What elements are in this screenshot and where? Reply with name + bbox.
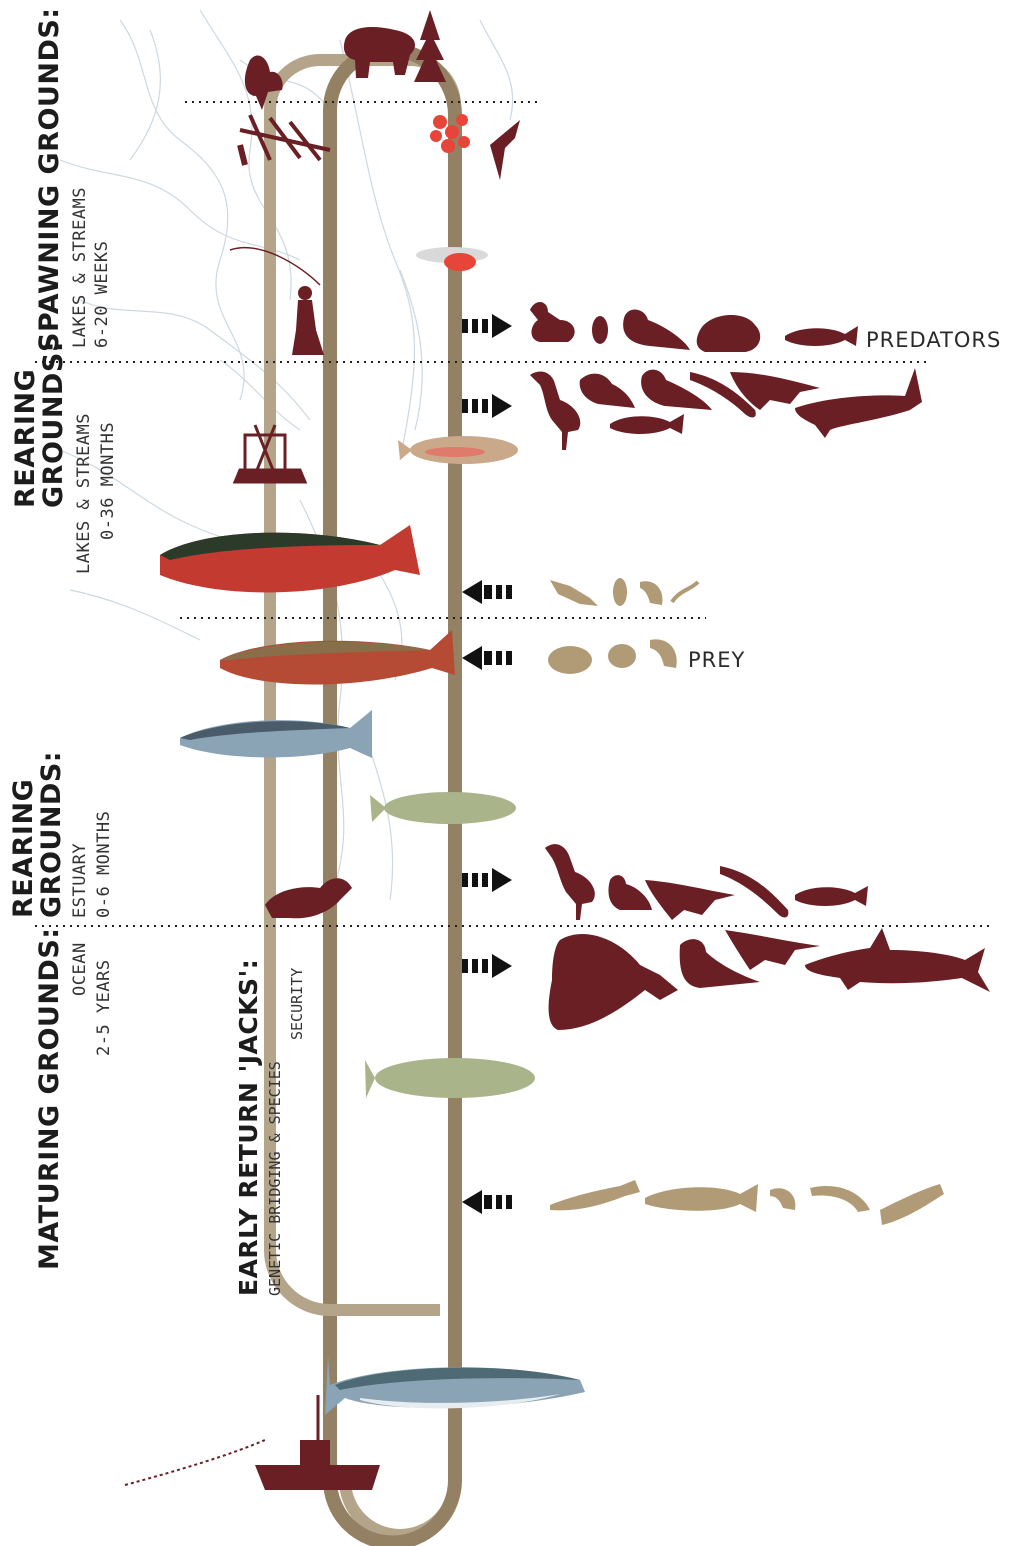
maturing-duration: 2-5 YEARS — [96, 959, 113, 1056]
jacks-line1: GENETIC BRIDGING & SPECIES — [268, 1061, 283, 1296]
mink-icon — [580, 374, 635, 408]
salmon-icon — [370, 792, 516, 824]
predators-label: PREDATORS — [866, 328, 1001, 352]
trout-icon — [795, 886, 868, 906]
rearing-fresh-title-line1: REARING — [12, 369, 39, 508]
rearing-estuary-habitat: ESTUARY — [72, 843, 89, 918]
beetle-icon — [592, 316, 608, 344]
fishing-wheel-icon — [240, 115, 330, 165]
fisherman-icon — [230, 248, 324, 355]
crab-icon — [548, 646, 592, 674]
beaver-icon — [697, 315, 760, 352]
rearing-estuary-duration: 0-6 MONTHS — [96, 811, 113, 918]
worm-icon — [672, 582, 698, 602]
prey-estuary — [548, 639, 677, 674]
insect-larva-icon — [550, 580, 598, 606]
heron-icon — [530, 372, 580, 450]
arrow-right-icon — [462, 954, 512, 978]
predators-spawning — [530, 302, 858, 352]
rearing-fresh-habitat: LAKES & STREAMS — [76, 413, 93, 574]
gull-icon — [645, 880, 735, 920]
shrimp-icon — [810, 1186, 870, 1212]
predators-rearing-fresh — [530, 368, 922, 450]
shrimp-icon — [640, 581, 663, 605]
spawning-duration: 6-20 WEEKS — [94, 241, 111, 348]
zone-dividers — [35, 102, 990, 926]
salmon-icon — [365, 1058, 535, 1098]
eel-icon — [550, 1180, 640, 1210]
alevin-icon — [416, 247, 488, 271]
herring-icon — [645, 1184, 758, 1212]
rearing-fresh-duration: 0-36 MONTHS — [100, 422, 117, 540]
seal-icon — [265, 878, 352, 918]
shark-icon — [805, 928, 990, 992]
spawning-habitat: LAKES & STREAMS — [72, 187, 89, 348]
prey-ocean — [550, 1180, 944, 1225]
duck-icon — [530, 302, 575, 342]
prey-fresh — [550, 578, 698, 606]
heron-icon — [545, 844, 595, 920]
salmon-icon — [160, 525, 420, 592]
maturing-habitat: OCEAN — [72, 942, 89, 996]
maturing-title: MATURING GROUNDS: — [36, 927, 63, 1270]
gull-icon — [725, 930, 820, 970]
jacks-return-loop — [270, 1250, 440, 1310]
arrow-left-icon — [462, 580, 512, 604]
shrimp-icon — [770, 1188, 795, 1210]
rearing-estuary-title-line2: GROUNDS: — [38, 751, 65, 918]
salmon-icon — [398, 436, 518, 464]
predators-estuary — [545, 844, 868, 920]
rearing-estuary-title-line1: REARING — [10, 779, 37, 918]
eel-icon — [720, 866, 788, 917]
bird-icon — [490, 120, 520, 180]
squid-icon — [880, 1184, 944, 1225]
snail-icon — [608, 644, 636, 668]
rearing-fresh-title-line2: GROUNDS: — [40, 341, 67, 508]
arrow-left-icon — [462, 646, 512, 670]
jacks-title: EARLY RETURN 'JACKS': — [236, 959, 261, 1296]
orca-icon — [549, 934, 678, 1030]
arrow-right-icon — [462, 314, 512, 338]
sturgeon-icon — [795, 368, 922, 438]
beetle-icon — [613, 578, 627, 606]
trout-icon — [610, 414, 684, 434]
arrow-left-icon — [462, 1190, 512, 1214]
arrow-right-icon — [462, 868, 512, 892]
otter-icon — [623, 310, 690, 350]
salmon-icon — [220, 630, 455, 685]
predators-ocean — [549, 928, 990, 1030]
shrimp-icon — [650, 639, 677, 668]
prey-label: PREY — [688, 648, 745, 672]
trout-icon — [785, 326, 858, 346]
arrow-right-icon — [462, 394, 512, 418]
spawning-title: SPAWNING GROUNDS: — [36, 7, 63, 352]
jacks-line2: SECURITY — [290, 968, 305, 1040]
fishing-boat-icon — [125, 1395, 380, 1490]
